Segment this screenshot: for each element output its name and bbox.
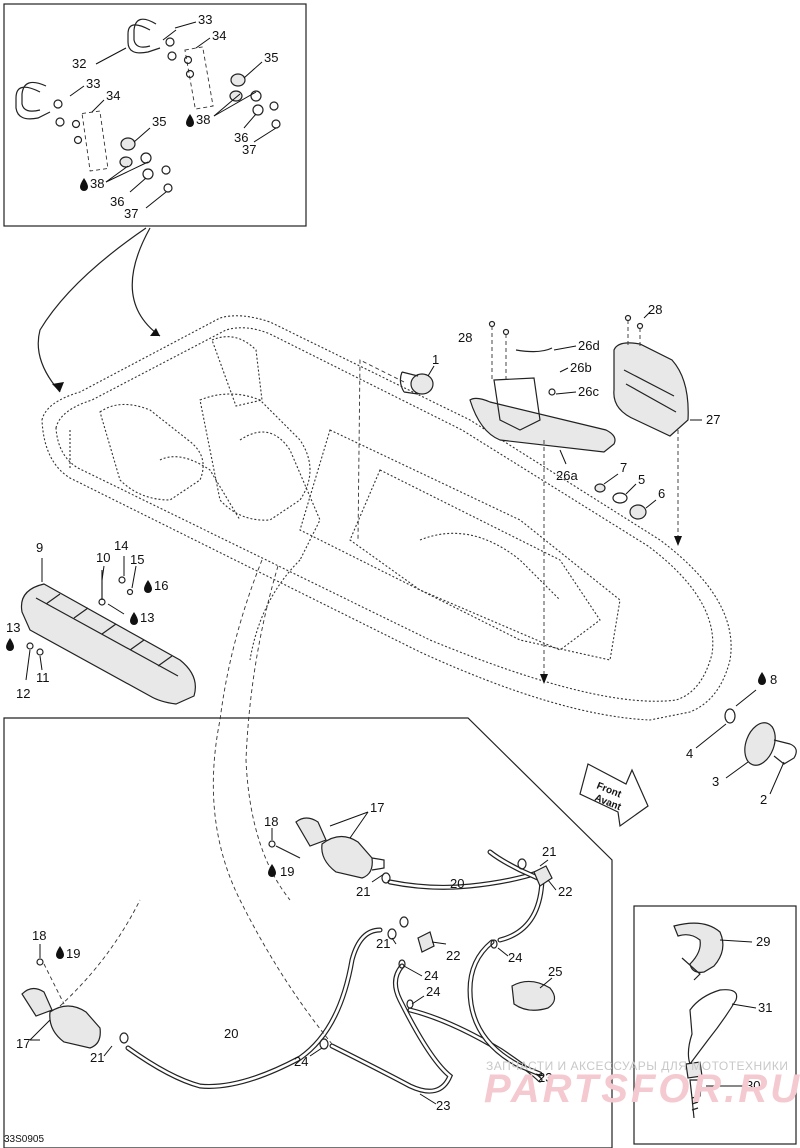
callout-1: 1: [432, 352, 439, 367]
drain-hoses: [125, 849, 545, 1094]
tow-eye-inset-frame: [3, 3, 307, 227]
tow-eye-assembly-upper: [127, 18, 281, 129]
callout-9: 9: [36, 540, 43, 555]
callout-26b: 26b: [570, 360, 592, 375]
callout-19-lower: 19: [66, 946, 80, 961]
callout-24-d: 24: [294, 1054, 308, 1069]
callout-19-upper: 19: [280, 864, 294, 879]
drop-icon: [758, 672, 766, 685]
part-1-cap: [357, 359, 435, 541]
hose-routing-lines: [59, 559, 333, 1045]
part-9-step-plate: [20, 556, 196, 705]
callout-18-upper: 18: [264, 814, 278, 829]
drop-icon: [6, 638, 14, 651]
callout-23-bottom: 23: [436, 1098, 450, 1113]
clamp-inset-frame: [633, 905, 797, 1145]
callout-22-b: 22: [446, 948, 460, 963]
part-26-bracket: [469, 320, 616, 684]
callout-labels: 32 33 34 35 38 36 37 33 34 35 38 36 37 1…: [6, 12, 777, 1113]
callout-30: 30: [746, 1078, 760, 1093]
callout-26d: 26d: [578, 338, 600, 353]
callout-22-a: 22: [558, 884, 572, 899]
callout-29: 29: [756, 934, 770, 949]
tow-eye-location-arrows: [37, 227, 161, 393]
callout-25: 25: [548, 964, 562, 979]
callout-14: 14: [114, 538, 128, 553]
drop-icon: [56, 946, 64, 959]
callout-35-lower: 35: [152, 114, 166, 129]
hull-drawing: [41, 315, 732, 721]
callout-34-upper: 34: [212, 28, 226, 43]
parts-5-7-hardware: [594, 473, 657, 520]
callout-21-b: 21: [542, 844, 556, 859]
callout-23-right: 23: [538, 1070, 552, 1085]
part-27-bracket: [613, 311, 702, 546]
callout-13-left: 13: [6, 620, 20, 635]
front-direction-arrow: [579, 763, 649, 828]
callout-36-upper: 36: [234, 130, 248, 145]
callout-2: 2: [760, 792, 767, 807]
drain-plug-parts: [695, 689, 797, 795]
callout-17-lower: 17: [16, 1036, 30, 1051]
callout-6: 6: [658, 486, 665, 501]
callout-24-b: 24: [424, 968, 438, 983]
callout-28-right: 28: [648, 302, 662, 317]
drop-icon: [268, 864, 276, 877]
callout-24-c: 24: [426, 984, 440, 999]
watermark-caption: ЗАПЧАСТИ И АКСЕССУАРЫ ДЛЯ МОТОТЕХНИКИ: [486, 1059, 788, 1073]
callout-28-left: 28: [458, 330, 472, 345]
callout-7: 7: [620, 460, 627, 475]
drain-pump-inset-frame: [3, 717, 613, 1148]
callout-31: 31: [758, 1000, 772, 1015]
callout-10: 10: [96, 550, 110, 565]
callout-11: 11: [36, 670, 50, 685]
callout-16: 16: [154, 578, 168, 593]
callout-5: 5: [638, 472, 645, 487]
callout-17-upper: 17: [370, 800, 384, 815]
watermark-logo: PARTSFOR.RU: [484, 1067, 800, 1111]
callout-20-upper: 20: [450, 876, 464, 891]
callout-20-lower: 20: [224, 1026, 238, 1041]
drop-icon: [144, 580, 152, 593]
hose-fittings: [119, 858, 557, 1105]
callout-24-a: 24: [508, 950, 522, 965]
callout-12: 12: [16, 686, 30, 701]
drop-icon: [186, 114, 194, 127]
callout-36-lower: 36: [110, 194, 124, 209]
callout-26a: 26a: [556, 468, 578, 483]
clamp-parts: [673, 922, 757, 1119]
callout-33-lower: 33: [86, 76, 100, 91]
sealant-drop-icons: [6, 114, 766, 959]
callout-37-upper: 37: [242, 142, 256, 157]
callout-26c: 26c: [578, 384, 599, 399]
callout-21-d: 21: [90, 1050, 104, 1065]
tow-eye-leaders: [69, 21, 277, 209]
pump-upper: [268, 811, 385, 883]
callout-21-c: 21: [376, 936, 390, 951]
drop-icon: [130, 612, 138, 625]
pump-lower: [21, 944, 113, 1057]
callout-38-upper: 38: [196, 112, 210, 127]
callout-27: 27: [706, 412, 720, 427]
callout-4: 4: [686, 746, 693, 761]
callout-35-upper: 35: [264, 50, 278, 65]
drop-icon: [80, 178, 88, 191]
callout-21-a: 21: [356, 884, 370, 899]
callout-3: 3: [712, 774, 719, 789]
callout-37-lower: 37: [124, 206, 138, 221]
callout-34-lower: 34: [106, 88, 120, 103]
callout-8: 8: [770, 672, 777, 687]
callout-13-right: 13: [140, 610, 154, 625]
callout-32-upper: 32: [72, 56, 86, 71]
callout-15: 15: [130, 552, 144, 567]
diagram-code: 33S0905: [4, 1134, 44, 1145]
callout-38-lower: 38: [90, 176, 104, 191]
callout-33-upper: 33: [198, 12, 212, 27]
callout-18-lower: 18: [32, 928, 46, 943]
